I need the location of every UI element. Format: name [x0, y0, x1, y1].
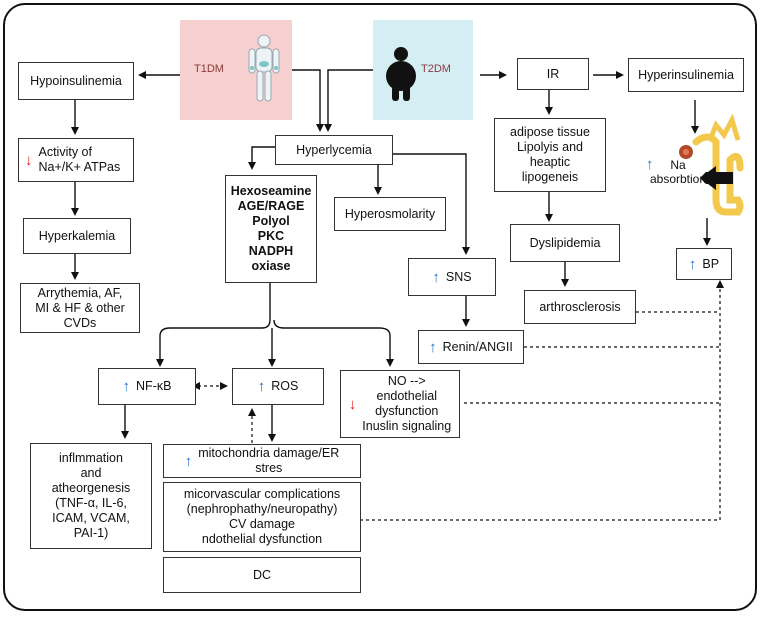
obese-person-icon — [386, 47, 416, 101]
hypoinsulinemia-node: Hypoinsulinemia — [18, 62, 134, 100]
hyperinsulinemia-node: Hyperinsulinemia — [628, 58, 744, 92]
hyperosmolarity-node: Hyperosmolarity — [334, 197, 446, 231]
microvascular-node: micorvascular complications (nephrophath… — [163, 482, 361, 552]
sns-node: ↑ SNS — [408, 258, 496, 296]
human-body-icon — [248, 34, 280, 102]
na-absorption-label: ↑ Na absorbtion — [646, 156, 707, 186]
t2dm-label: T2DM — [421, 63, 451, 75]
adipose-tissue-node: adipose tissue Lipolyis and heaptic lipo… — [494, 118, 606, 192]
ir-node: IR — [517, 58, 589, 90]
hyperglycemia-node: Hyperlycemia — [275, 135, 393, 165]
decrease-arrow-icon: ↓ — [25, 151, 33, 169]
kidney-icon — [679, 113, 744, 216]
nfkb-node: ↑ NF-κB — [98, 368, 196, 405]
increase-arrow-icon: ↑ — [257, 378, 266, 395]
increase-arrow-icon: ↑ — [646, 156, 654, 173]
renin-angii-node: ↑ Renin/ANGII — [418, 330, 524, 364]
inflammation-node: inflmmation and atheorgenesis (TNF-α, IL… — [30, 443, 152, 549]
pathways-node: Hexoseamine AGE/RAGE Polyol PKC NADPH ox… — [225, 175, 317, 283]
ros-node: ↑ ROS — [232, 368, 324, 405]
cvds-node: Arrythemia, AF, MI & HF & other CVDs — [20, 283, 140, 333]
decrease-arrow-icon: ↓ — [348, 395, 357, 413]
dyslipidemia-node: Dyslipidemia — [510, 224, 620, 262]
dc-node: DC — [163, 557, 361, 593]
increase-arrow-icon: ↑ — [184, 452, 193, 470]
bp-node: ↑ BP — [676, 248, 732, 280]
mitochondria-damage-node: ↑ mitochondria damage/ER stres — [163, 444, 361, 478]
hyperkalemia-node: Hyperkalemia — [23, 218, 131, 254]
t1dm-label: T1DM — [194, 63, 224, 75]
increase-arrow-icon: ↑ — [429, 338, 437, 356]
atpase-activity-node: ↓ Activity of Na+/K+ ATPas — [18, 138, 134, 182]
increase-arrow-icon: ↑ — [432, 268, 440, 286]
no-endothelial-node: ↓ NO --> endothelial dysfunction Inuslin… — [340, 370, 460, 438]
arthrosclerosis-node: arthrosclerosis — [524, 290, 636, 324]
increase-arrow-icon: ↑ — [688, 255, 697, 273]
increase-arrow-icon: ↑ — [122, 378, 131, 395]
